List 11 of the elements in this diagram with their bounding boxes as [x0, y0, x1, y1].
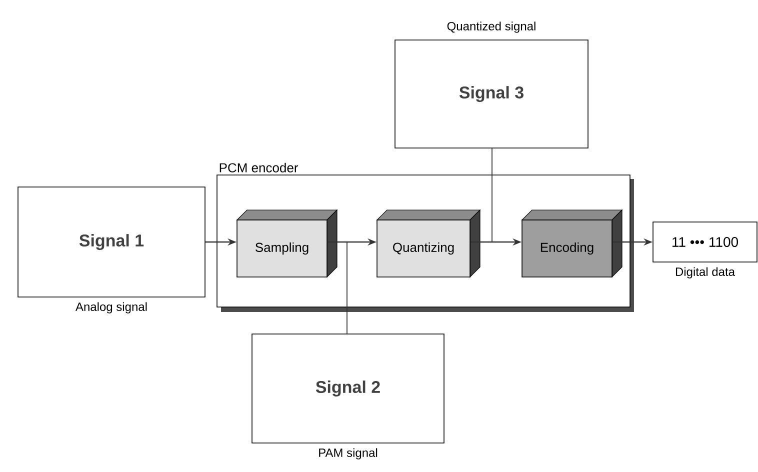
signal-box: Signal 1 — [18, 186, 206, 298]
node-label: PAM signal — [319, 448, 378, 460]
node-label: Digital data — [676, 267, 735, 278]
signal-box: Signal 3 — [394, 40, 588, 148]
data-box: 11 ••• 1100 — [652, 222, 758, 262]
node-label: Analog signal — [76, 302, 147, 314]
node-label: PCM encoder — [220, 162, 298, 172]
node-label: Quantized signal — [447, 22, 536, 33]
connector-line — [470, 148, 492, 242]
signal-box: Signal 2 — [252, 334, 444, 444]
connector-line — [326, 242, 348, 334]
